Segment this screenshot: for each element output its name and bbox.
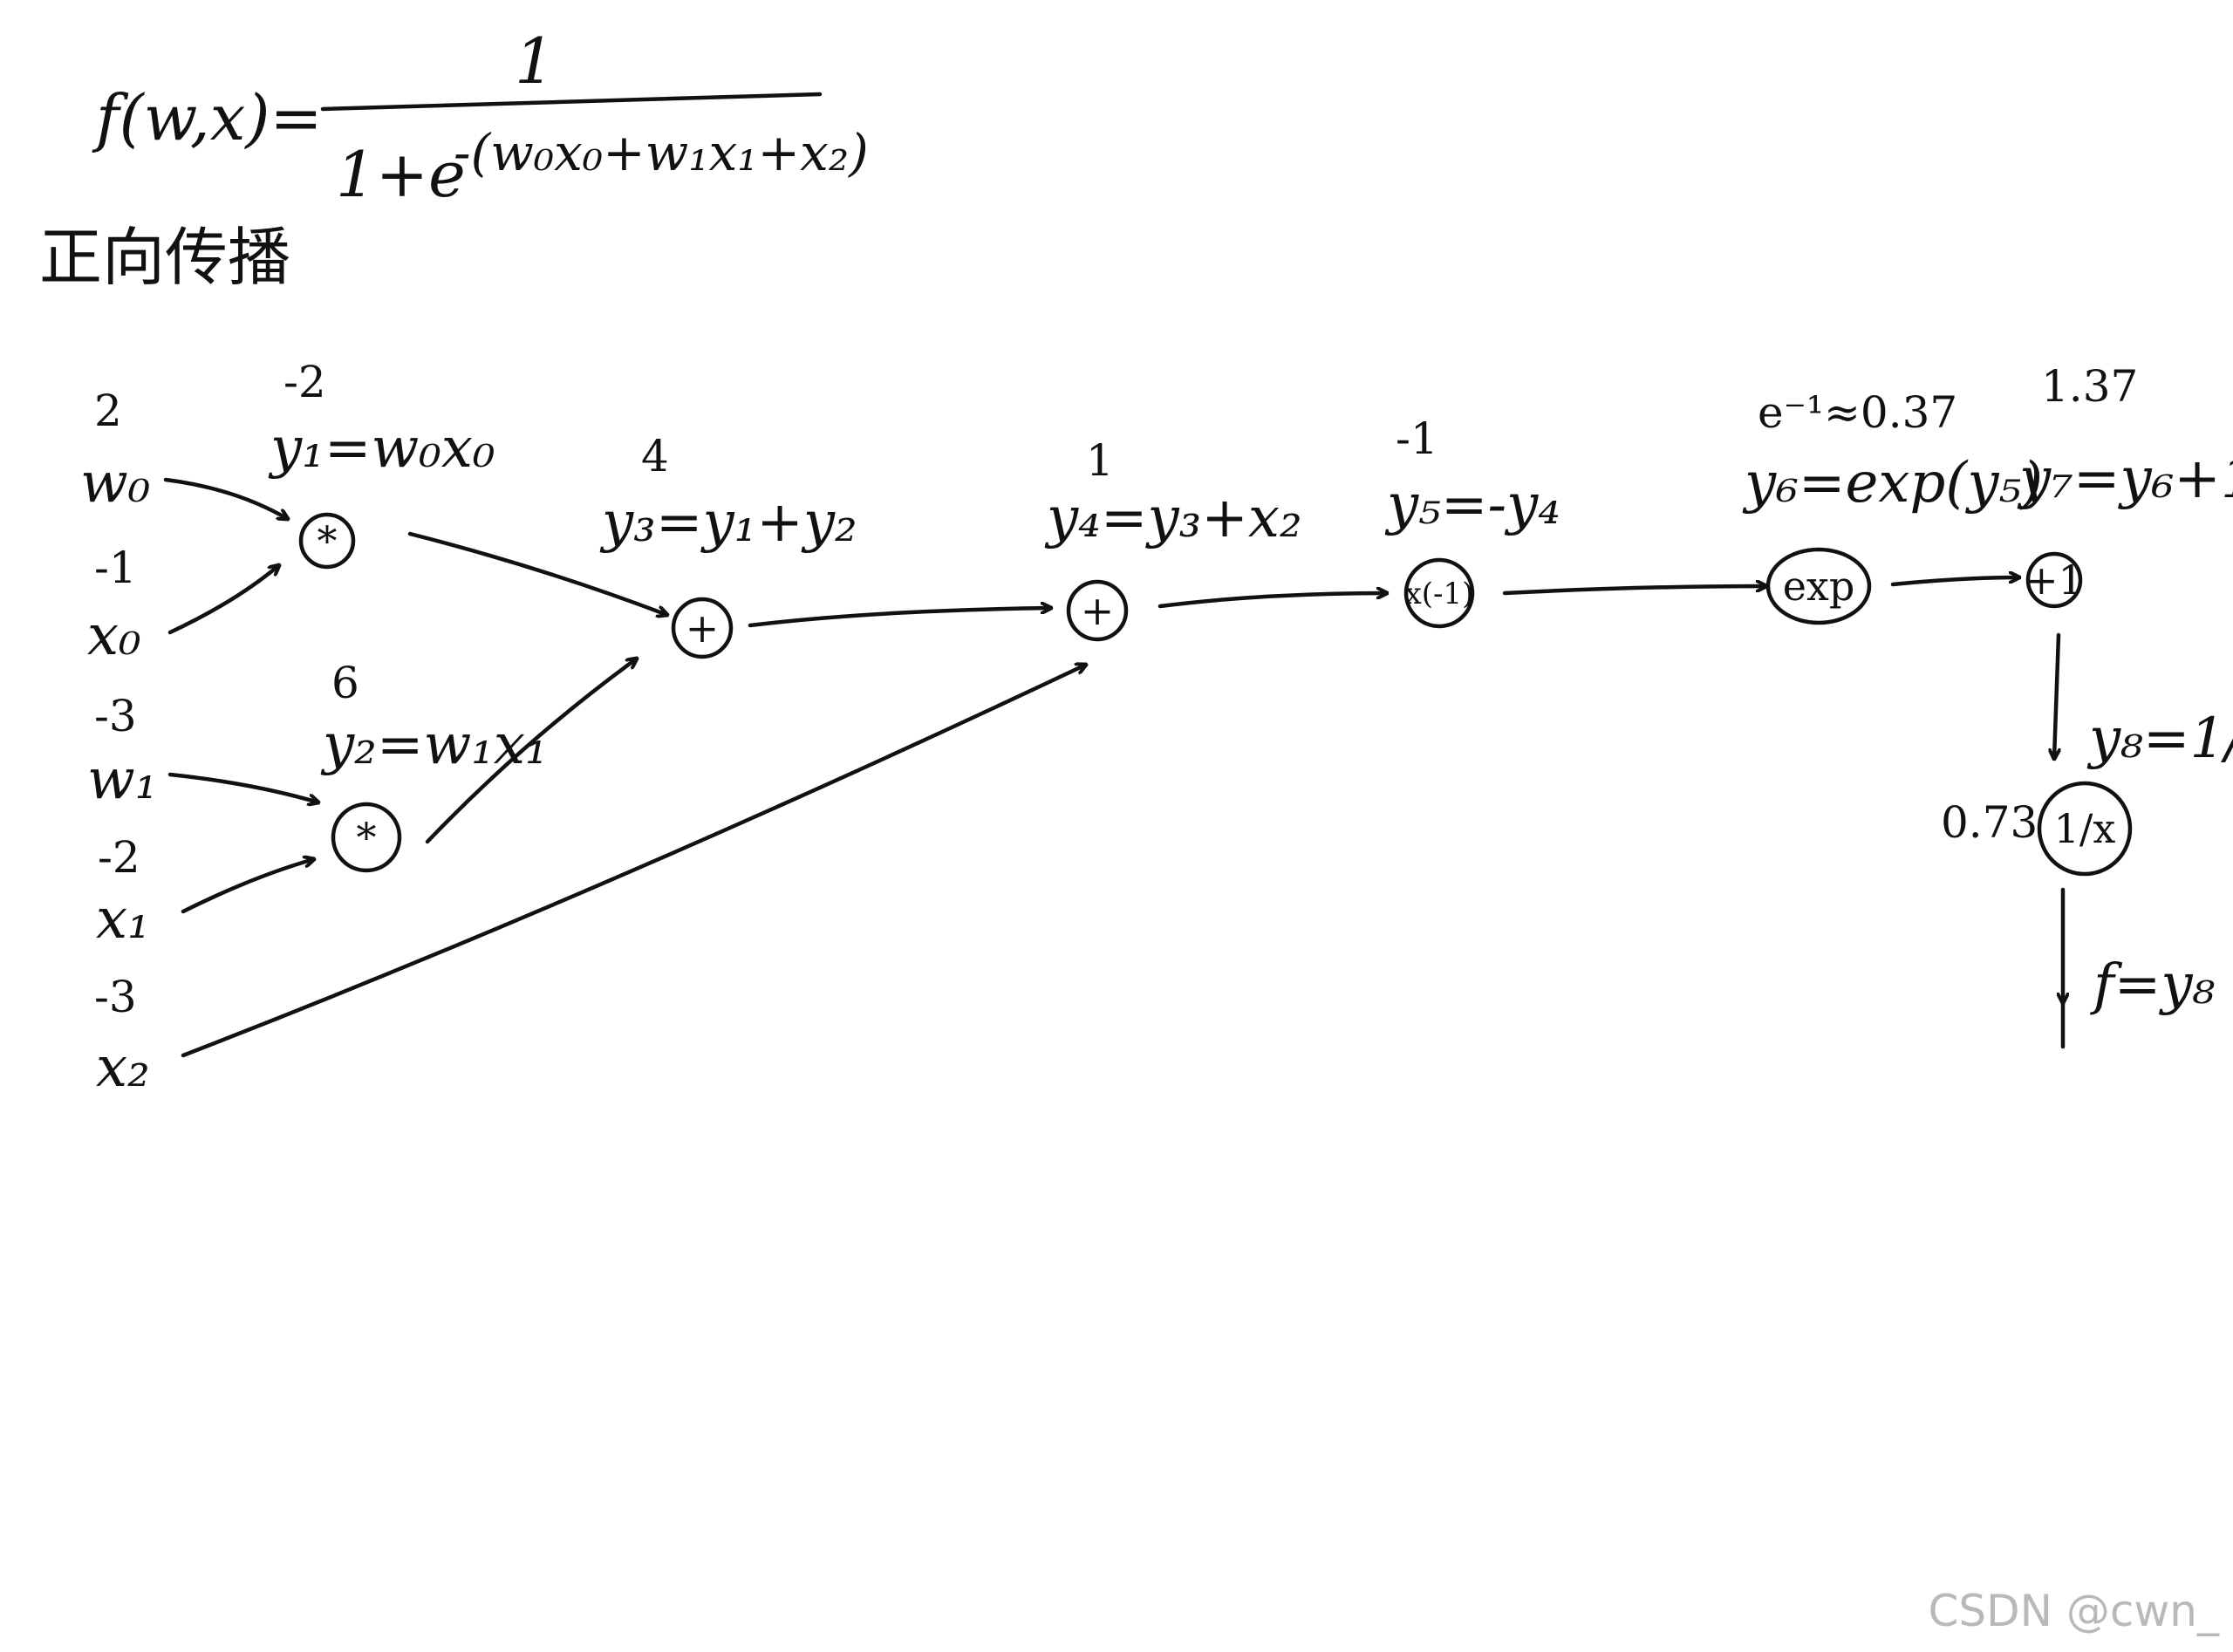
- inputs: 2 w₀ -1 x₀ -3 w₁ -2 x₁ -3 x₂: [80, 386, 157, 1100]
- node-equation-add1: y₃=y₁+y₂: [599, 490, 857, 555]
- edge-x1-mul2: [181, 859, 314, 914]
- edge-w1-mul2: [167, 772, 318, 802]
- node-value-mul1: -2: [283, 357, 326, 407]
- input-label-x2: x₂: [96, 1035, 150, 1100]
- section-title: 正向传播: [39, 221, 290, 294]
- watermark: CSDN @cwn_: [1928, 1586, 2219, 1636]
- op-circle-mul1: [298, 512, 356, 570]
- edge-x2-add2: [181, 665, 1086, 1058]
- node-equation-add2: y₄=y₃+x₂: [1044, 486, 1302, 550]
- edge-w0-mul1: [163, 477, 288, 519]
- node-equation-recip: y₈=1/y₇: [2086, 707, 2233, 771]
- op-circle-add2: [1066, 579, 1129, 642]
- op-symbol-plus1: +1: [2025, 556, 2084, 604]
- node-exp: e⁻¹≈0.37 y₆=exp(y₅) exp: [1742, 387, 2043, 625]
- node-recip: y₈=1/y₇ 0.73 1/x: [1941, 707, 2233, 877]
- node-mul2: 6 y₂=w₁x₁ *: [320, 658, 548, 873]
- op-circle-neg: [1403, 557, 1475, 629]
- edge-plus1-recip: [2054, 632, 2059, 761]
- node-mul1: -2 y₁=w₀x₀ *: [268, 357, 495, 570]
- op-circle-plus1: [2025, 551, 2083, 609]
- op-symbol-mul1: *: [318, 517, 338, 564]
- op-symbol-add1: +: [686, 604, 720, 652]
- node-plus1: 1.37 y₇=y₆+1 +1: [2017, 361, 2233, 609]
- node-value-plus1: 1.37: [2041, 361, 2138, 412]
- node-equation-mul2: y₂=w₁x₁: [320, 713, 548, 777]
- node-value-add2: 1: [1086, 435, 1114, 486]
- node-add1: 4 y₃=y₁+y₂ +: [599, 431, 857, 659]
- node-value-add1: 4: [641, 431, 669, 481]
- node-equation-neg: y₅=-y₄: [1384, 473, 1560, 537]
- edge-mul2-add1: [425, 659, 637, 844]
- output-label: f=y₈: [2090, 952, 2215, 1017]
- node-value-neg: -1: [1396, 413, 1438, 464]
- op-circle-exp: [1765, 547, 1872, 625]
- formula: f(w,x)= 1 1+e -(w₀x₀+w₁x₁+x₂): [92, 24, 869, 211]
- edges: [163, 477, 2063, 1058]
- edge-exp-plus1: [1890, 577, 2022, 587]
- formula-denominator: 1+e: [336, 138, 466, 211]
- input-label-w0: w₀: [80, 451, 150, 515]
- op-circle-mul2: [331, 802, 402, 873]
- op-symbol-add2: +: [1081, 587, 1115, 634]
- input-value-w1: -3: [94, 691, 137, 741]
- op-circle-recip: [2037, 781, 2133, 877]
- op-symbol-mul2: *: [357, 814, 377, 861]
- input-value-x1: -2: [98, 832, 140, 883]
- input-label-w1: w₁: [87, 747, 157, 812]
- input-value-x0: -1: [94, 543, 137, 593]
- edge-add2-neg: [1157, 593, 1390, 609]
- edge-add1-add2: [748, 608, 1054, 628]
- formula-lhs: f(w,x)=: [92, 81, 323, 154]
- input-label-x1: x₁: [96, 887, 150, 952]
- node-equation-exp: y₆=exp(y₅): [1742, 451, 2043, 515]
- edge-mul1-add1: [407, 531, 667, 615]
- op-symbol-neg: x(-1): [1405, 577, 1474, 611]
- node-equation-mul1: y₁=w₀x₀: [268, 416, 495, 481]
- node-value-exp: e⁻¹≈0.37: [1758, 387, 1957, 438]
- fraction-bar: [320, 92, 823, 112]
- op-symbol-exp: exp: [1783, 563, 1855, 610]
- node-neg: -1 y₅=-y₄ x(-1): [1384, 413, 1560, 629]
- edge-neg-exp: [1502, 586, 1769, 596]
- node-add2: 1 y₄=y₃+x₂ +: [1044, 435, 1302, 642]
- input-value-x2: -3: [94, 972, 137, 1022]
- formula-numerator: 1: [515, 24, 555, 98]
- formula-exponent: -(w₀x₀+w₁x₁+x₂): [454, 123, 869, 182]
- input-label-x0: x₀: [87, 604, 141, 668]
- node-equation-plus1: y₇=y₆+1: [2017, 447, 2233, 511]
- op-symbol-recip: 1/x: [2054, 805, 2116, 852]
- input-value-w0: 2: [94, 386, 122, 436]
- node-value-mul2: 6: [331, 658, 359, 708]
- edge-x0-mul1: [167, 565, 279, 635]
- node-value-recip: 0.73: [1941, 797, 2038, 848]
- op-circle-add1: [671, 597, 734, 659]
